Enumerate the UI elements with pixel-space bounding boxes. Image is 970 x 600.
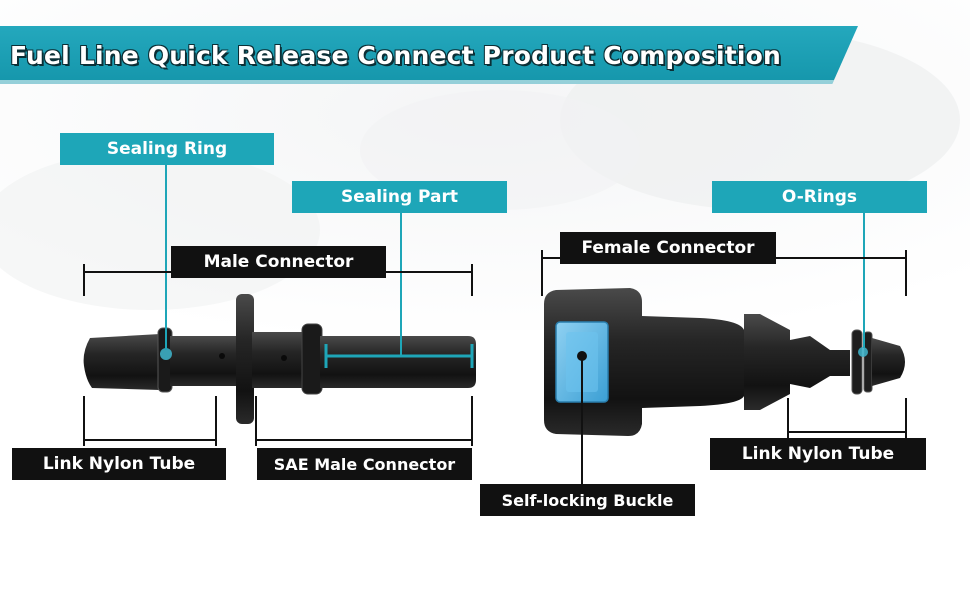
label-sae-male-connector: SAE Male Connector <box>257 448 472 480</box>
label-sealing-part: Sealing Part <box>292 181 507 213</box>
label-self-locking-buckle: Self-locking Buckle <box>480 484 695 516</box>
page-title: Fuel Line Quick Release Connect Product … <box>10 40 782 70</box>
label-sealing-ring: Sealing Ring <box>60 133 274 165</box>
label-female-connector: Female Connector <box>560 232 776 264</box>
o-rings-marker <box>858 347 868 357</box>
label-link-nylon-tube-right: Link Nylon Tube <box>710 438 926 470</box>
label-link-nylon-tube-left: Link Nylon Tube <box>12 448 226 480</box>
buckle-marker <box>577 351 587 361</box>
label-male-connector: Male Connector <box>171 246 386 278</box>
sealing-ring-marker <box>160 348 172 360</box>
male-connector-part <box>83 294 476 424</box>
title-banner: Fuel Line Quick Release Connect Product … <box>0 26 858 84</box>
label-o-rings: O-Rings <box>712 181 927 213</box>
